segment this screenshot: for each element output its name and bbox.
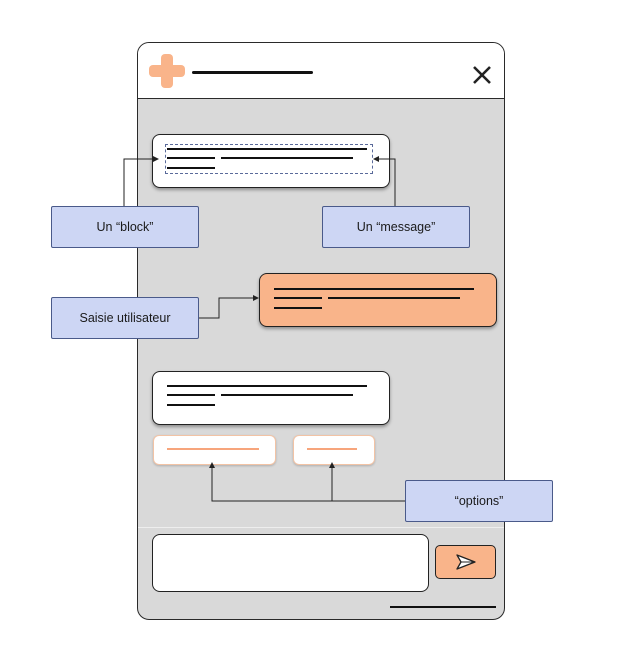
text-line [167,404,215,406]
message-input[interactable] [152,534,429,592]
text-line [274,297,322,299]
text-line [167,394,215,396]
user-message [259,273,497,327]
send-button[interactable] [435,545,496,579]
text-line [328,297,460,299]
option-button[interactable] [293,435,375,465]
message-highlight [165,144,373,174]
close-icon[interactable] [472,65,492,85]
input-divider [138,527,504,528]
header-title-placeholder [192,71,313,74]
option-label-placeholder [167,448,259,450]
chat-window [137,42,505,620]
text-line [167,148,367,150]
text-line [221,157,353,159]
send-icon [455,554,476,570]
label-user-input: Saisie utilisateur [51,297,199,339]
bot-message-block [152,134,390,188]
option-label-placeholder [307,448,357,450]
text-line [274,307,322,309]
text-line [167,167,215,169]
label-block: Un “block” [51,206,199,248]
text-line [274,288,474,290]
chat-header [138,43,504,99]
plus-icon [149,54,185,88]
option-button[interactable] [153,435,276,465]
bot-message [152,371,390,425]
label-message: Un “message” [322,206,470,248]
text-line [167,157,215,159]
text-line [167,385,367,387]
footer-line [390,606,496,608]
label-options: “options” [405,480,553,522]
text-line [221,394,353,396]
